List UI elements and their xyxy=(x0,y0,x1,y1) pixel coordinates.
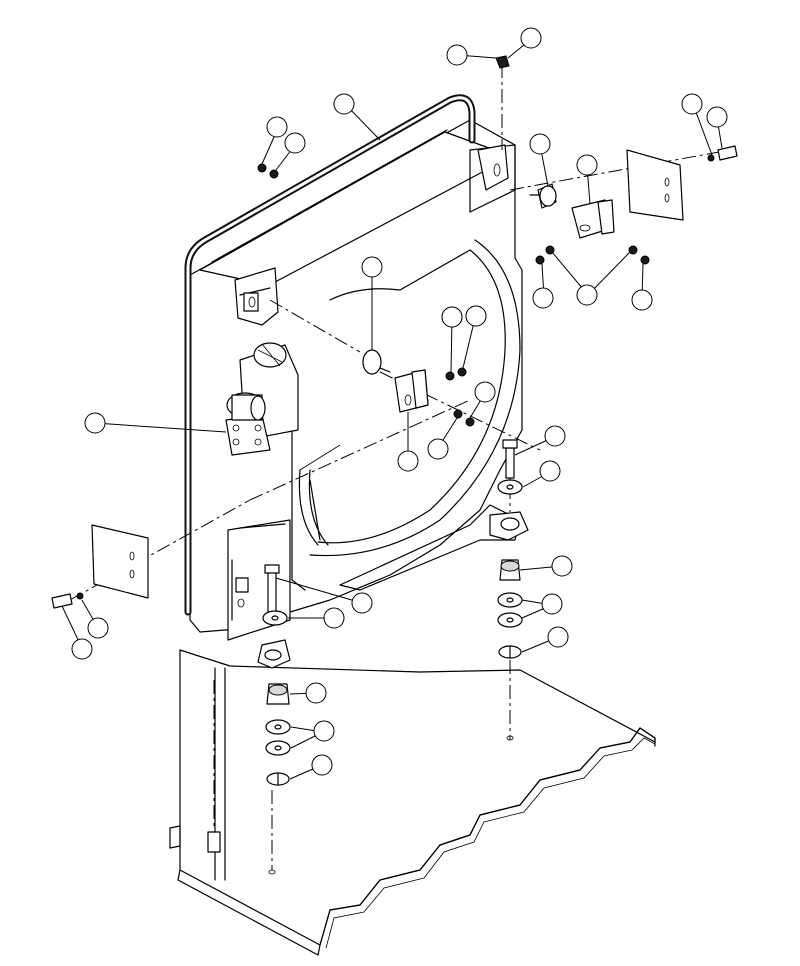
callout-bubble-c11 xyxy=(532,287,554,309)
callout-bubble-c18 xyxy=(397,450,419,472)
callout-bubble-c20 xyxy=(544,425,566,447)
callout-bubble-c6 xyxy=(529,133,551,155)
callout-bubble-c5 xyxy=(284,132,306,154)
callout-bubble-c1 xyxy=(446,44,468,66)
callout-bubble-c13 xyxy=(361,256,383,278)
callout-bubble-c4 xyxy=(266,116,288,138)
callout-bubble-c19 xyxy=(84,412,106,434)
hardware xyxy=(51,55,738,875)
callout-bubble-c3 xyxy=(333,93,355,115)
callout-bubble-c24 xyxy=(547,626,569,648)
callout-bubble-c31 xyxy=(71,638,93,660)
callout-bubble-c33 xyxy=(465,305,487,327)
side-plate-right xyxy=(626,149,684,221)
callout-bubble-c10 xyxy=(576,284,598,306)
callout-bubble-c26 xyxy=(323,607,345,629)
callout-bubble-c9 xyxy=(706,106,728,128)
callout-bubble-c12 xyxy=(631,289,653,311)
callout-bubble-c30 xyxy=(87,617,109,639)
callout-bubble-c16 xyxy=(474,381,496,403)
callout-bubble-c2 xyxy=(520,27,542,49)
main-frame xyxy=(184,94,529,669)
callout-bubble-c27 xyxy=(305,682,327,704)
callout-bubble-c21 xyxy=(539,460,561,482)
callout-bubble-c17 xyxy=(427,438,449,460)
base-mounting-plate xyxy=(169,649,656,956)
callout-bubble-c7 xyxy=(576,154,598,176)
callout-bubble-c29 xyxy=(311,754,333,776)
callout-bubbles xyxy=(71,27,728,776)
callout-bubble-c25 xyxy=(351,592,373,614)
callout-bubble-c8 xyxy=(681,93,703,115)
side-plate-left xyxy=(91,524,149,599)
callout-bubble-c28 xyxy=(313,720,335,742)
callout-bubble-c32 xyxy=(441,306,463,328)
callout-bubble-c23 xyxy=(541,593,563,615)
callout-bubble-c22 xyxy=(551,555,573,577)
